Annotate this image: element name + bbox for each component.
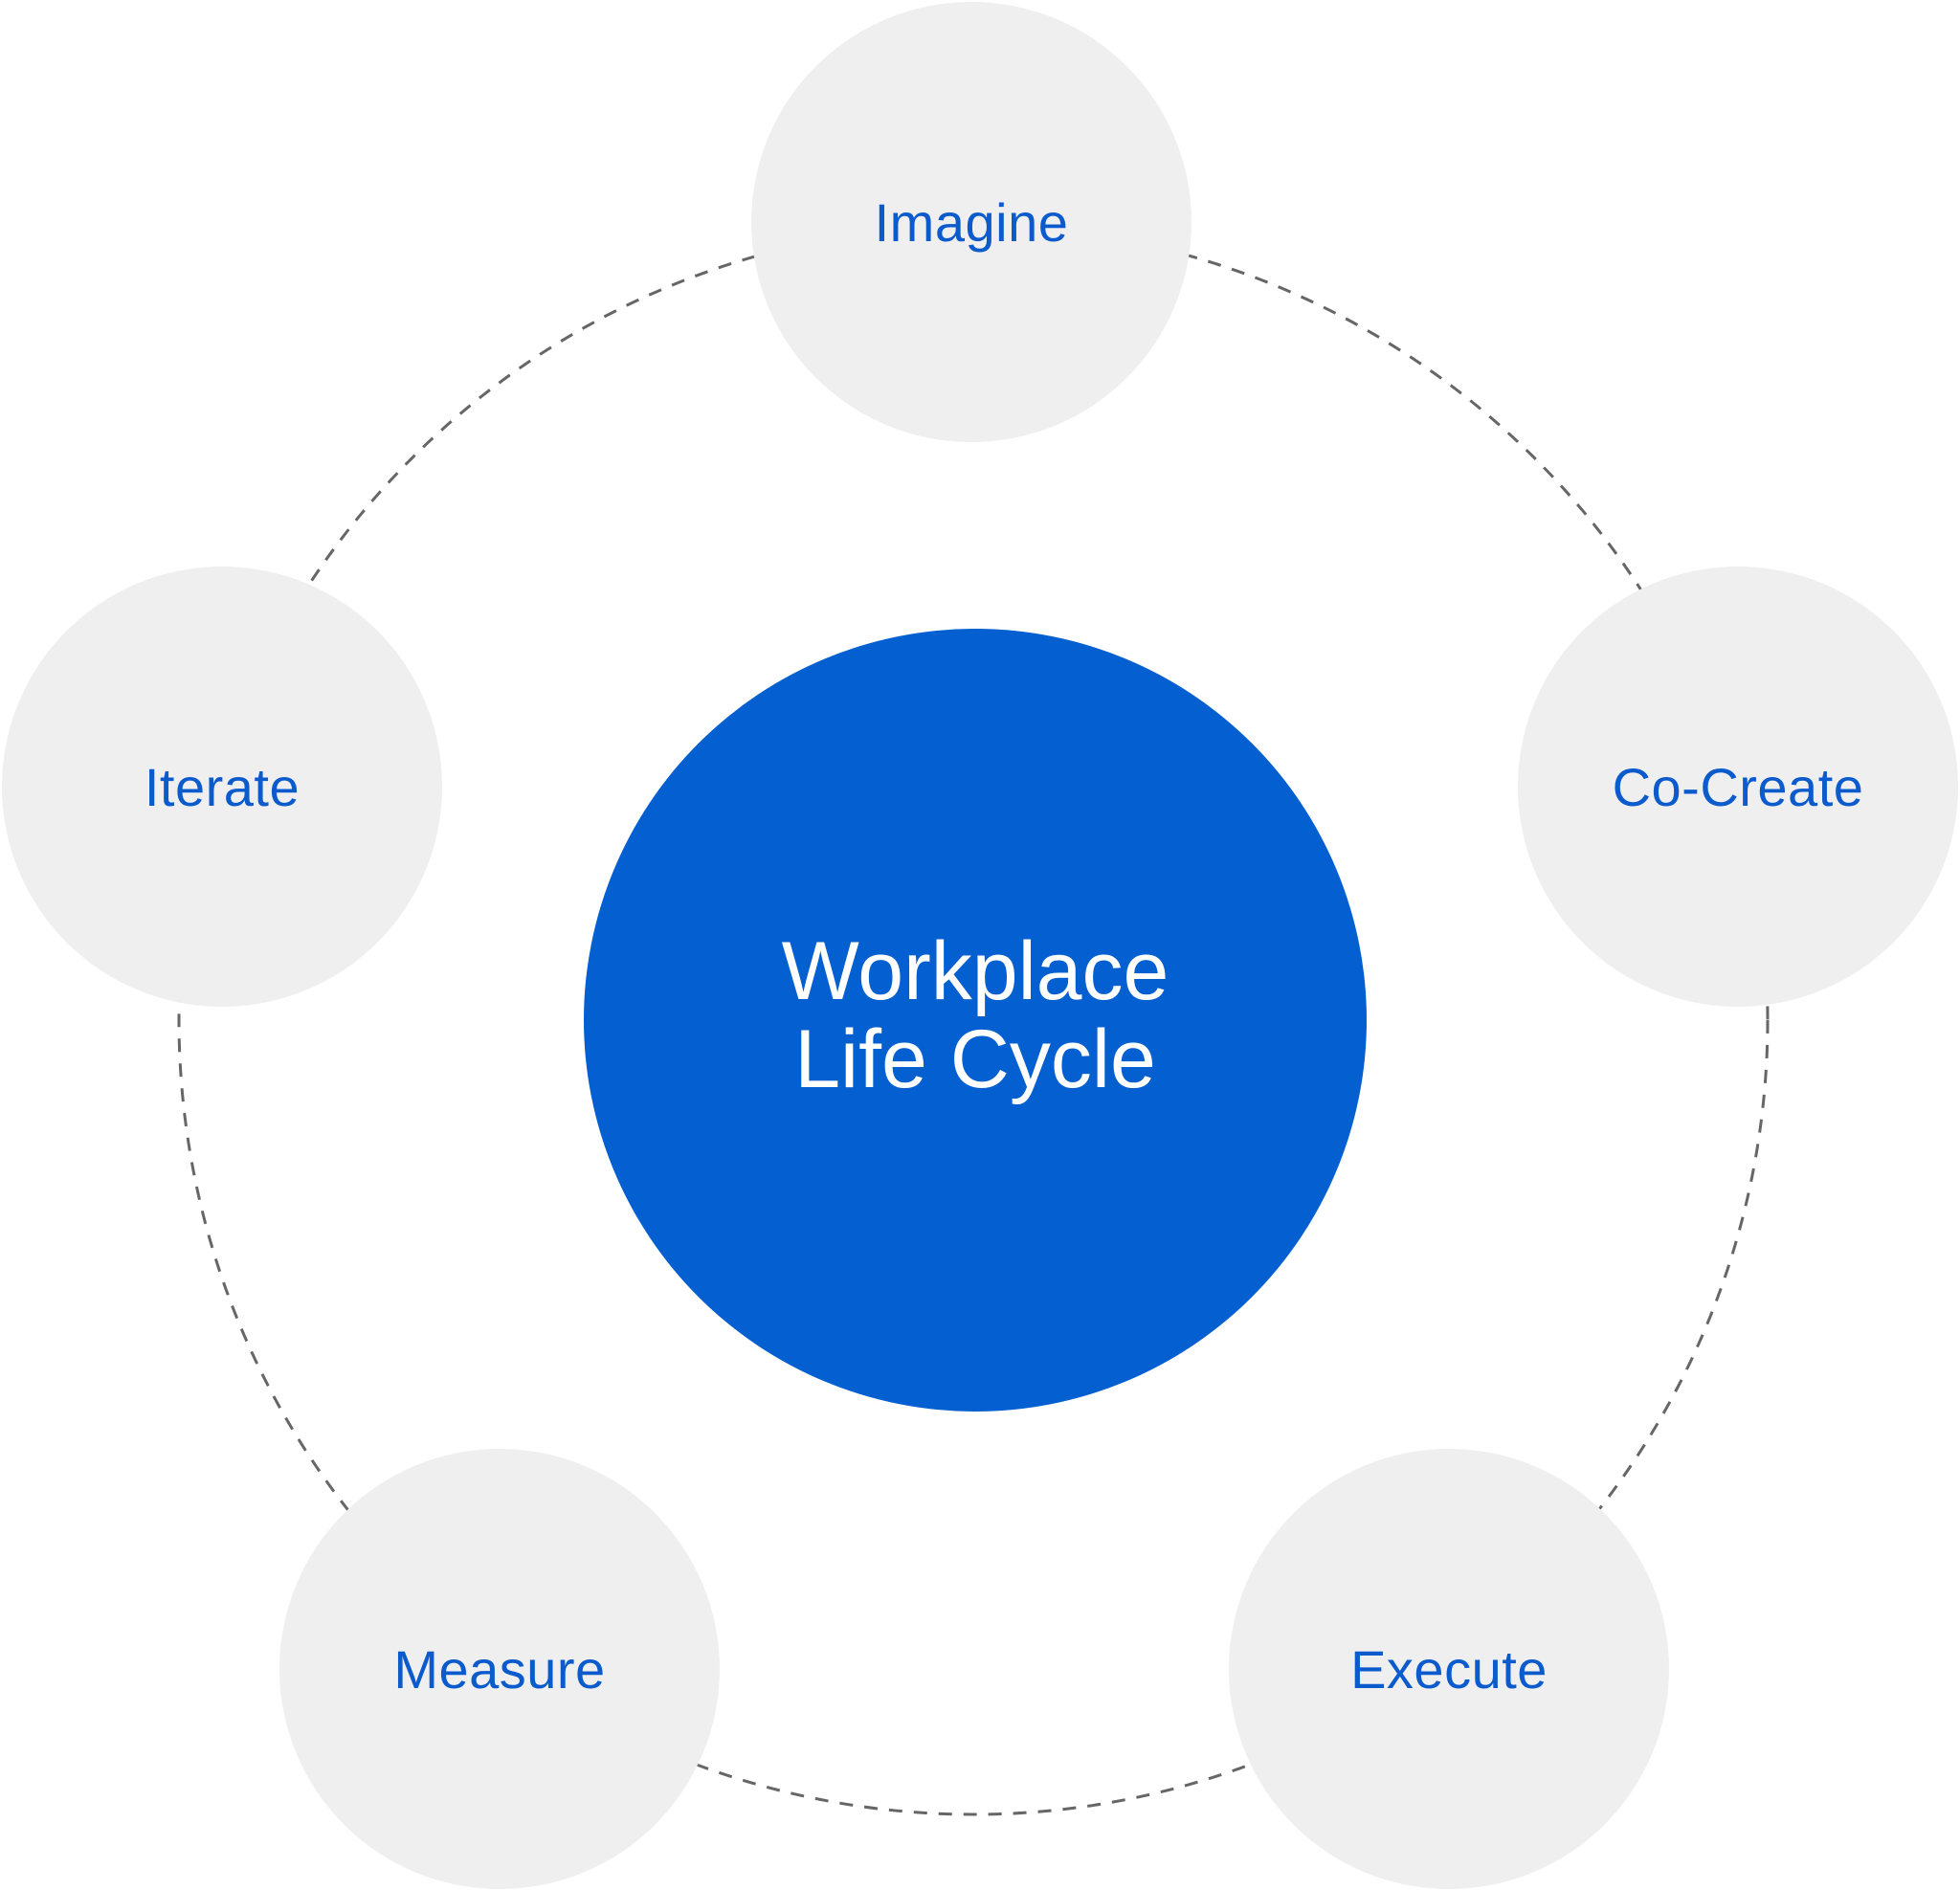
stage-node-co-create[interactable]: Co-Create (1518, 567, 1958, 1007)
stage-node-measure[interactable]: Measure (279, 1449, 720, 1889)
stage-node-execute[interactable]: Execute (1229, 1449, 1669, 1889)
stage-label-co-create: Co-Create (1612, 756, 1864, 817)
center-hub: Workplace Life Cycle (584, 629, 1367, 1412)
stage-label-imagine: Imagine (874, 191, 1069, 253)
hub-title-line-1: Workplace (781, 925, 1169, 1017)
stage-label-iterate: Iterate (144, 756, 301, 817)
stage-label-measure: Measure (393, 1638, 606, 1700)
stage-node-iterate[interactable]: Iterate (2, 567, 442, 1007)
hub-title: Workplace Life Cycle (782, 927, 1169, 1103)
stage-label-execute: Execute (1350, 1638, 1548, 1700)
hub-title-line-2: Life Cycle (794, 1013, 1156, 1105)
stage-node-imagine[interactable]: Imagine (751, 2, 1192, 442)
